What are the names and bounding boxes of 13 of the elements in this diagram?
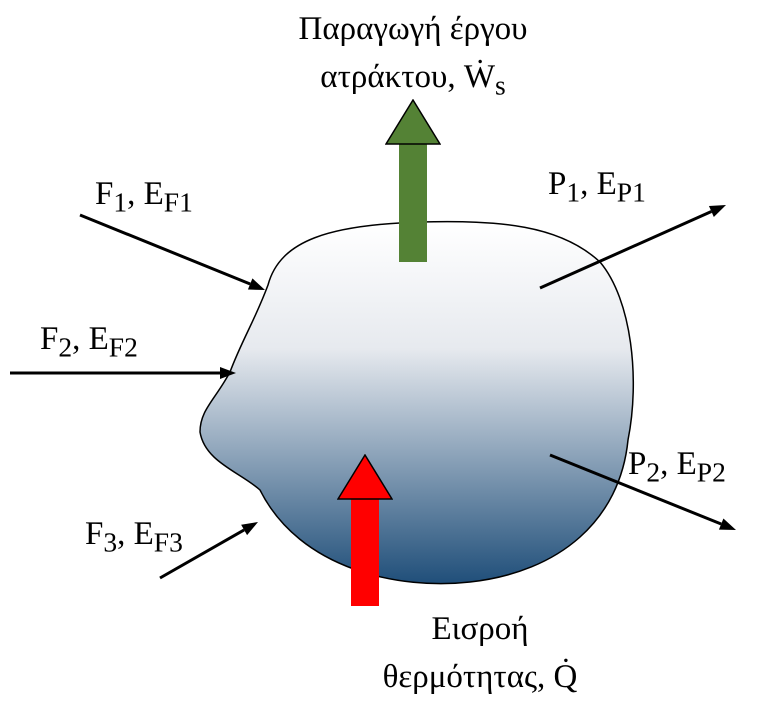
arrow (10, 367, 236, 379)
stream-label: F$_{2}$, E$_{F2}$ (40, 315, 165, 360)
stream-label: Παραγωγή έργου ατράκτου, Ẇ$_{s}$ (262, 5, 564, 100)
arrow (549, 454, 736, 530)
stream-label: F$_{3}$, E$_{F3}$ (85, 510, 213, 560)
arrow (79, 214, 265, 290)
block-arrow (385, 99, 441, 262)
arrow (539, 205, 726, 290)
stream-label: F$_{1}$, E$_{F1}$ (95, 170, 220, 215)
arrow (159, 522, 258, 580)
stream-label: P$_{1}$, E$_{P1}$ (548, 160, 688, 205)
stream-label: Εισροή θερμότητας, Q̇ (355, 605, 605, 705)
stream-label: P$_{2}$, E$_{P2}$ (628, 440, 773, 485)
